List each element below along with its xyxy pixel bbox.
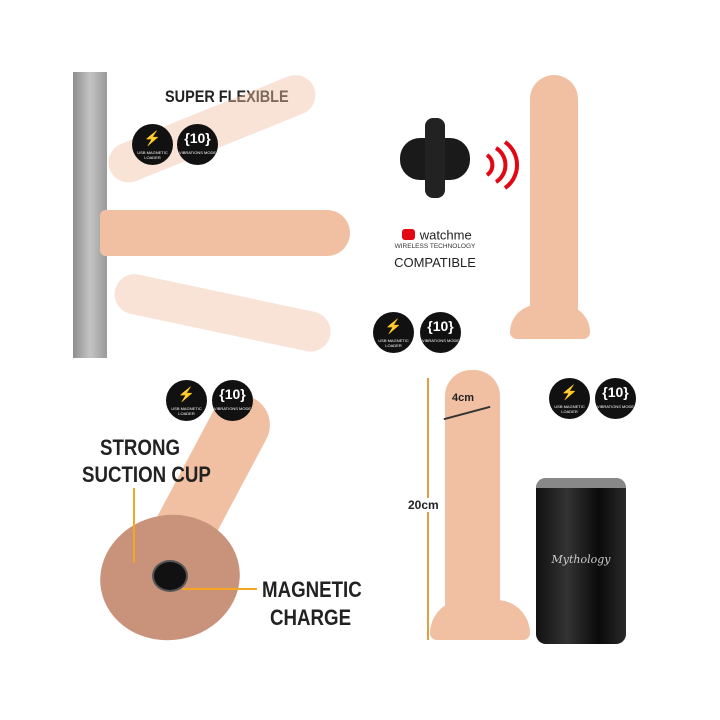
usb-badge-label: USB MAGNETIC LOADER (378, 338, 409, 348)
usb-icon: ⚡ (560, 384, 579, 400)
watch-icon (400, 118, 470, 198)
vibration-icon: {10} (184, 130, 211, 146)
magnetic-pointer (182, 588, 257, 590)
can-lid (536, 478, 626, 488)
usb-badge: ⚡ USB MAGNETIC LOADER (166, 380, 207, 421)
usb-badge-label: USB MAGNETIC LOADER (171, 406, 202, 416)
suction-pointer (133, 488, 135, 563)
vibration-badge-label: VIBRATIONS MODE (213, 406, 252, 411)
width-label: 4cm (452, 392, 475, 404)
product-base (430, 600, 530, 640)
usb-icon: ⚡ (177, 386, 196, 402)
usb-icon: ⚡ (143, 130, 162, 146)
product-image-upright (530, 75, 578, 325)
suction-label-1: STRONG (100, 435, 181, 460)
watchme-logo: watchme (392, 226, 482, 244)
magnetic-port (152, 560, 188, 592)
usb-badge: ⚡ USB MAGNETIC LOADER (549, 378, 590, 419)
usb-badge-label: USB MAGNETIC LOADER (554, 404, 585, 414)
watchme-brand: watchme (419, 227, 472, 243)
wireless-technology-text: WIRELESS TECHNOLOGY (394, 243, 476, 250)
usb-badge: ⚡ USB MAGNETIC LOADER (132, 124, 173, 165)
vibration-badge-label: VIBRATIONS MODE (178, 150, 217, 155)
usb-icon: ⚡ (384, 318, 403, 334)
length-label: 20cm (408, 498, 439, 512)
signal-icon (485, 140, 519, 190)
product-image-measured (445, 370, 500, 620)
vibration-badge: {10} VIBRATIONS MODE (212, 380, 253, 421)
usb-badge: ⚡ USB MAGNETIC LOADER (373, 312, 414, 353)
usb-badge-label: USB MAGNETIC LOADER (137, 150, 168, 160)
product-image-horizontal (100, 210, 350, 256)
vibration-icon: {10} (219, 386, 246, 402)
magnetic-label-1: MAGNETIC (262, 577, 362, 602)
vibration-badge: {10} VIBRATIONS MODE (177, 124, 218, 165)
magnetic-label-2: CHARGE (270, 605, 352, 630)
vibration-badge-label: VIBRATIONS MODE (596, 404, 635, 409)
compatible-text: COMPATIBLE (394, 255, 476, 270)
product-base (510, 305, 590, 339)
can-logo: Mythology (551, 553, 611, 566)
watchme-logo-icon (402, 229, 416, 241)
product-image-faded-down (110, 270, 335, 356)
vibration-badge: {10} VIBRATIONS MODE (420, 312, 461, 353)
suction-label-2: SUCTION CUP (82, 462, 211, 487)
vibration-icon: {10} (602, 384, 629, 400)
vibration-icon: {10} (427, 318, 454, 334)
drink-can: Mythology (536, 478, 626, 644)
vibration-badge-label: VIBRATIONS MODE (421, 338, 460, 343)
vibration-badge: {10} VIBRATIONS MODE (595, 378, 636, 419)
super-flexible-title: SUPER FLEXIBLE (165, 87, 289, 106)
